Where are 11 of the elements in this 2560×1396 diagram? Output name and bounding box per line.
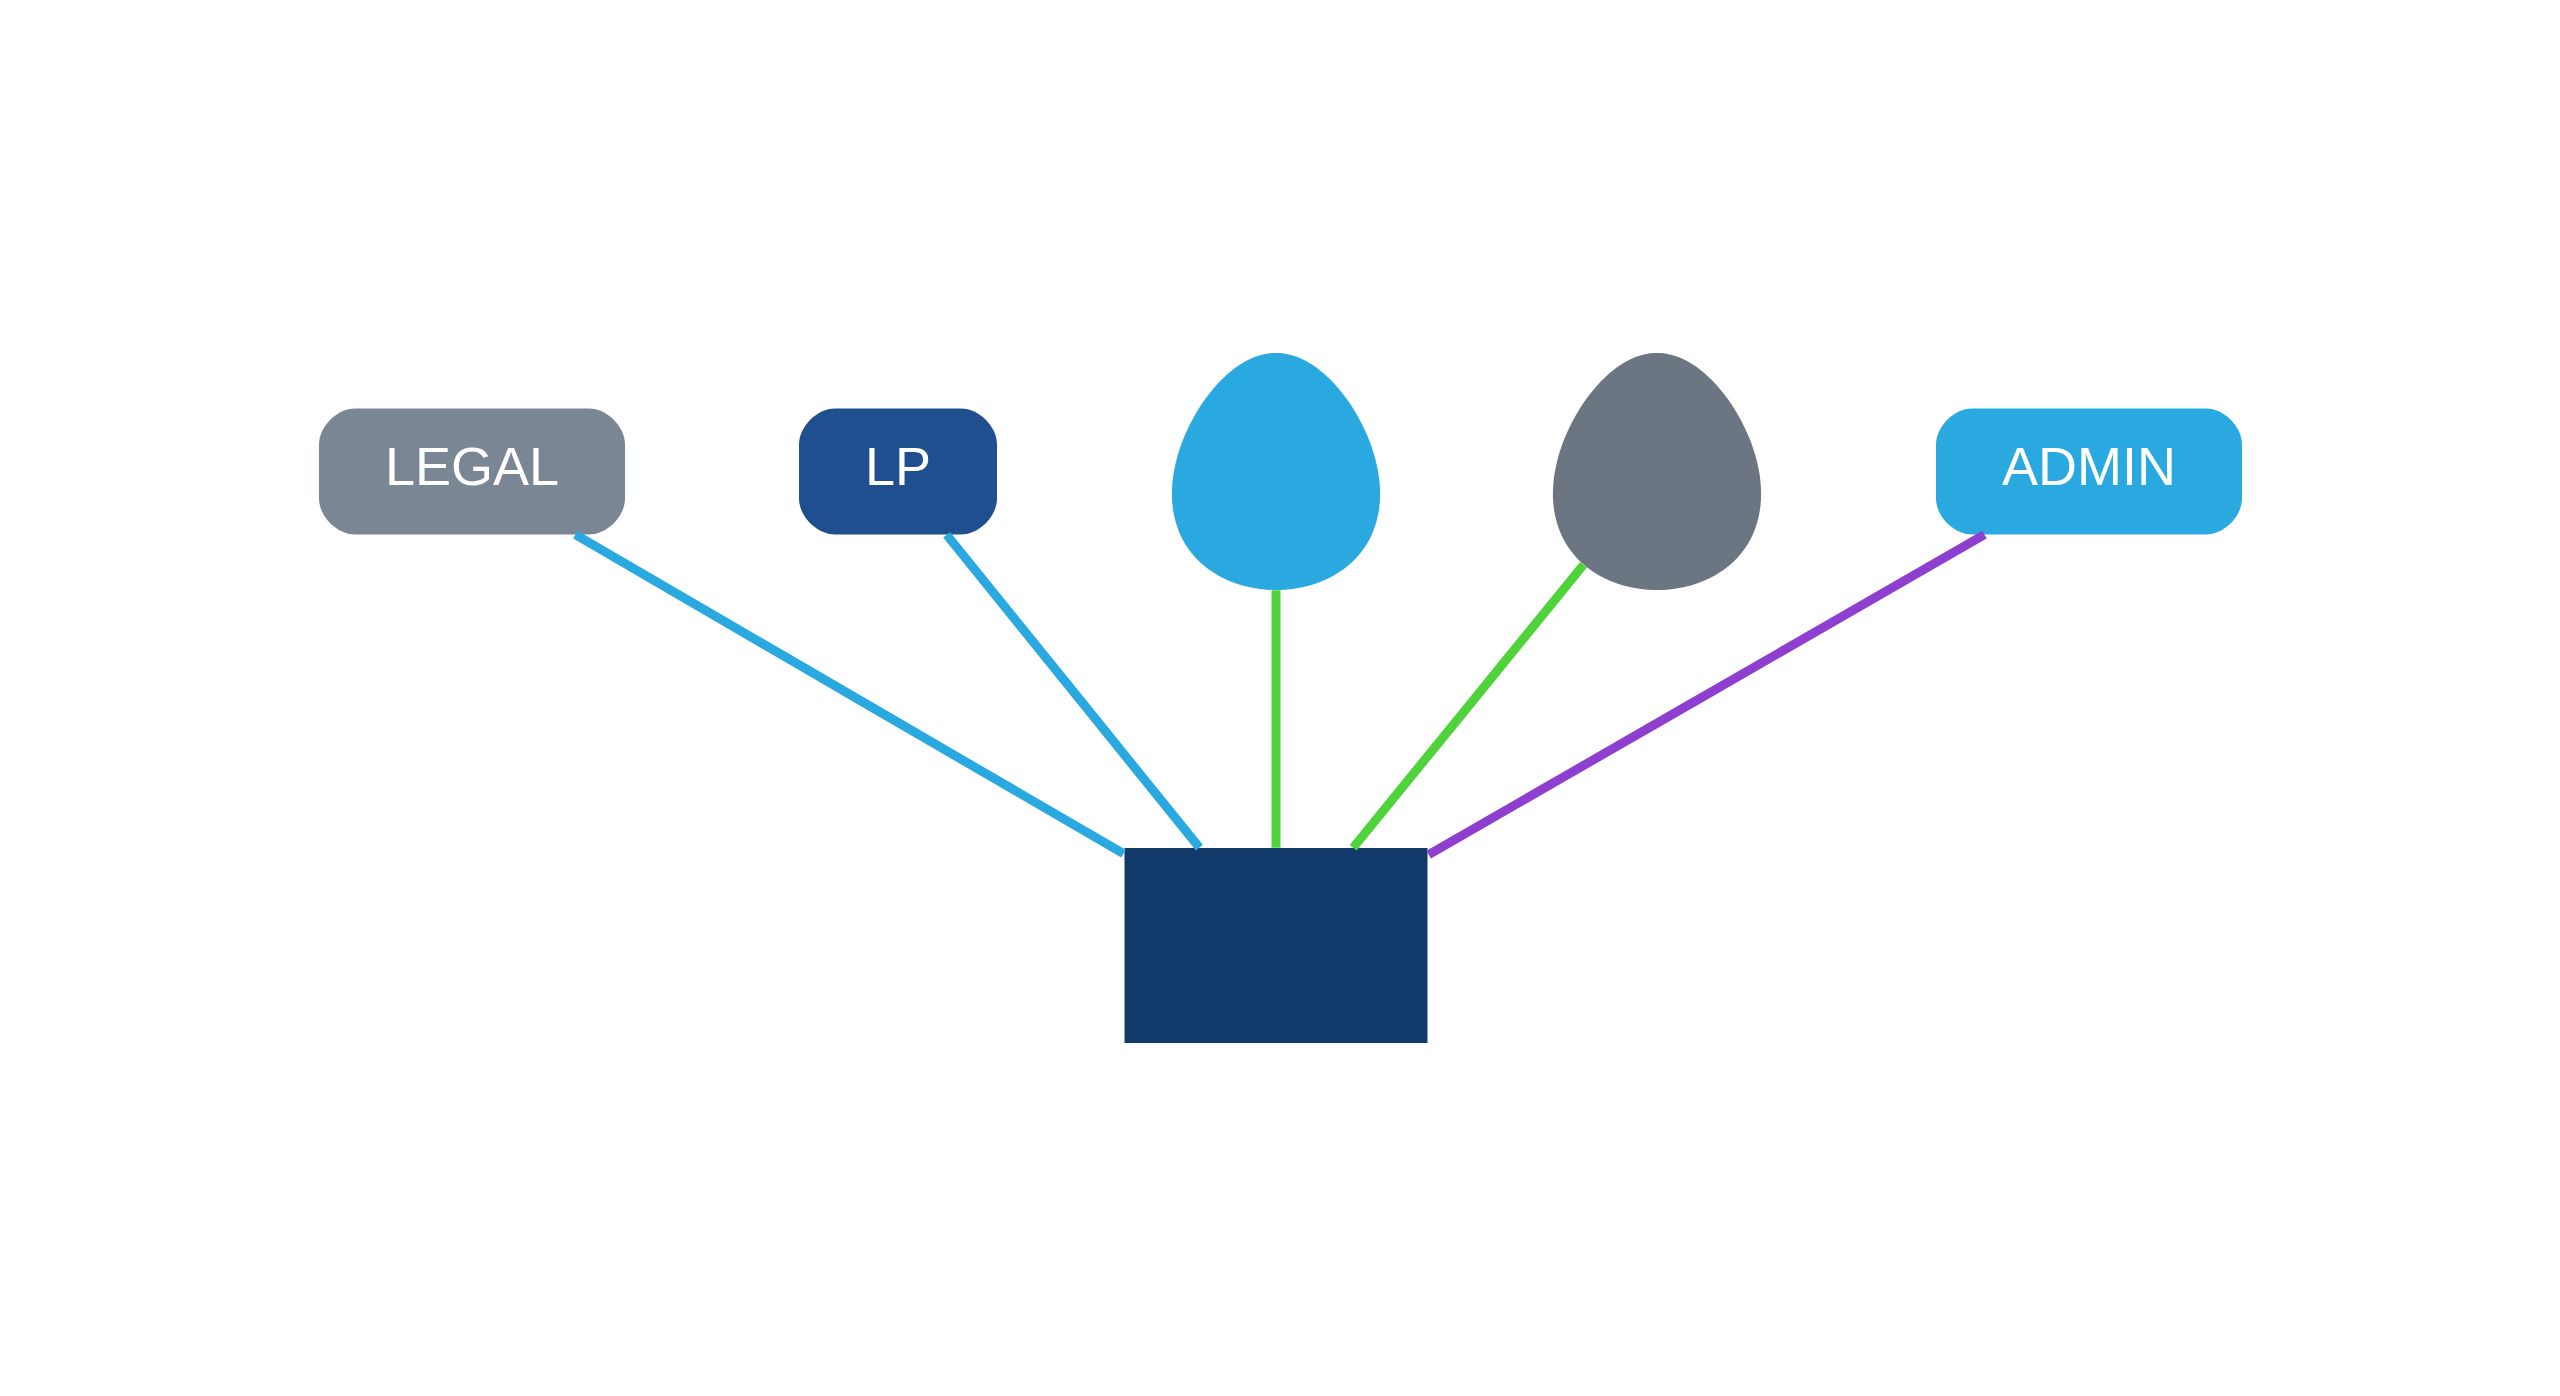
node-box xyxy=(1124,848,1427,1043)
node-box: ADMIN xyxy=(1935,408,2242,535)
node-person xyxy=(1552,353,1761,590)
node-person xyxy=(1171,353,1380,590)
connector xyxy=(942,531,1203,851)
connector xyxy=(1349,561,1587,851)
connector xyxy=(1426,530,1987,859)
node-box: LP xyxy=(798,408,997,535)
connector xyxy=(572,530,1126,858)
connector xyxy=(1271,590,1280,848)
node-box: LEGAL xyxy=(318,408,625,535)
